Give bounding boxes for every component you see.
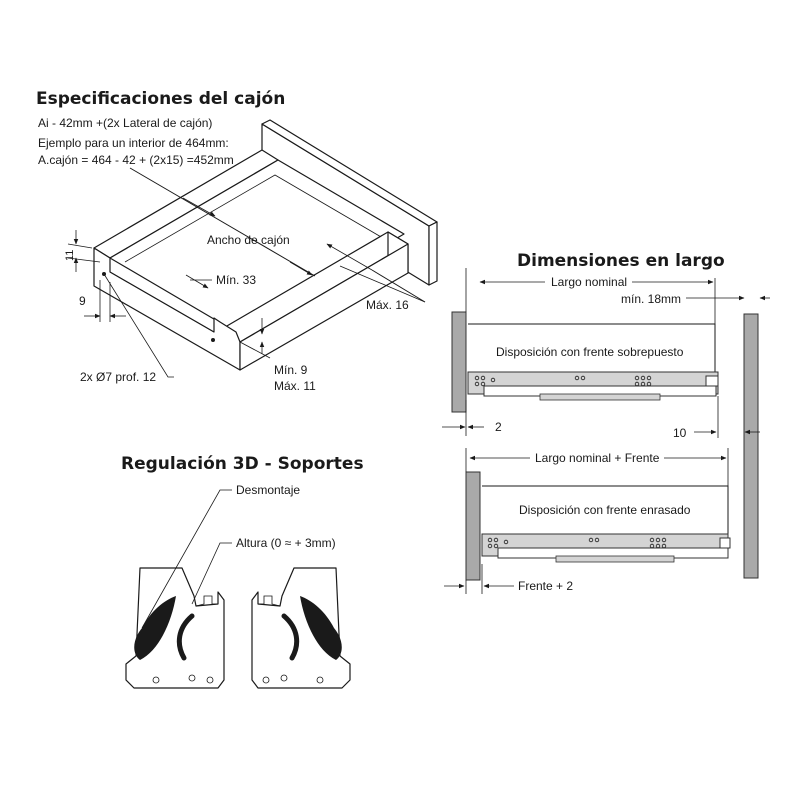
label-altura: Altura (0 ≈ + 3mm) bbox=[236, 536, 336, 550]
label-disp-enrasado: Disposición con frente enrasado bbox=[519, 503, 691, 517]
leader-altura bbox=[191, 542, 232, 605]
label-d9: 9 bbox=[79, 294, 86, 308]
length-diagram-bottom bbox=[444, 448, 731, 594]
label-min9: Mín. 9 bbox=[274, 363, 308, 377]
reg3d-title: Regulación 3D - Soportes bbox=[121, 454, 364, 474]
spec-formula: Ai - 42mm +(2x Lateral de cajón) bbox=[38, 116, 212, 130]
label-d10: 10 bbox=[673, 426, 687, 440]
label-min18: mín. 18mm bbox=[621, 292, 681, 306]
bracket-right bbox=[251, 567, 351, 689]
label-d11: 11 bbox=[64, 250, 76, 261]
bracket-left bbox=[125, 567, 225, 689]
spec-calculation: A.cajón = 464 - 42 + (2x15) =452mm bbox=[38, 153, 234, 167]
specs-title: Especificaciones del cajón bbox=[36, 89, 285, 109]
drawer-drawing bbox=[67, 119, 438, 378]
label-disp-sobrepuesto: Disposición con frente sobrepuesto bbox=[496, 345, 684, 359]
label-max11: Máx. 11 bbox=[274, 379, 316, 393]
length-diagram-top bbox=[442, 268, 770, 579]
label-frente2: Frente + 2 bbox=[518, 579, 573, 593]
label-largo-frente: Largo nominal + Frente bbox=[535, 451, 660, 465]
leader-desmontaje bbox=[141, 489, 232, 629]
length-title: Dimensiones en largo bbox=[517, 251, 725, 271]
label-d2: 2 bbox=[495, 420, 502, 434]
label-ancho: Ancho de cajón bbox=[207, 233, 290, 247]
label-min33: Mín. 33 bbox=[216, 273, 256, 287]
label-max16: Máx. 16 bbox=[366, 298, 409, 312]
spec-example: Ejemplo para un interior de 464mm: bbox=[38, 136, 229, 150]
label-desmontaje: Desmontaje bbox=[236, 483, 300, 497]
label-holes: 2x Ø7 prof. 12 bbox=[80, 370, 156, 384]
label-largo-nominal: Largo nominal bbox=[551, 275, 627, 289]
